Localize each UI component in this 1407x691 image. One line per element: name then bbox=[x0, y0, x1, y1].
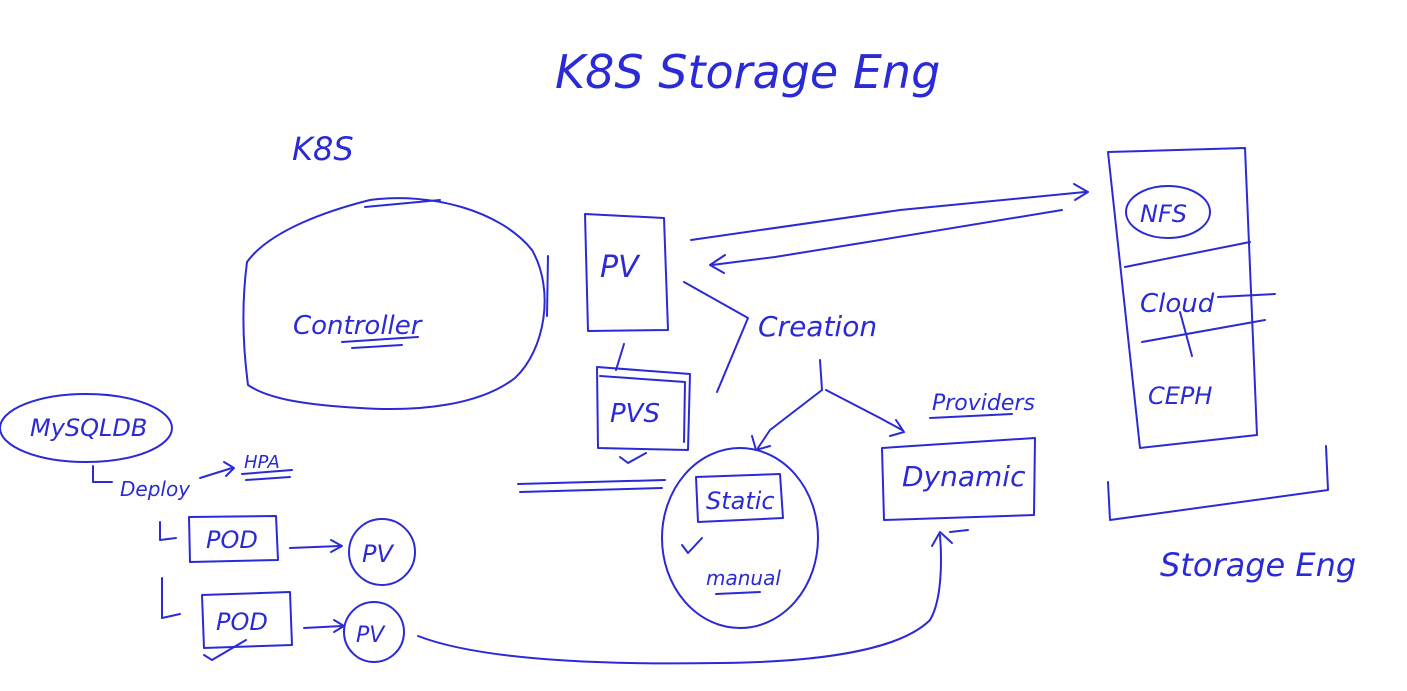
hpa-underline-1 bbox=[241, 469, 293, 475]
cloud-label: Cloud bbox=[1140, 289, 1215, 319]
ceph-label: CEPH bbox=[1148, 382, 1212, 410]
storage-eng-label: Storage Eng bbox=[1160, 546, 1356, 584]
cloud-strike bbox=[1217, 293, 1276, 298]
controller-underline bbox=[341, 336, 419, 343]
pod1-hook bbox=[159, 521, 177, 541]
dynamic-label: Dynamic bbox=[902, 460, 1026, 493]
creation-to-dynamic-head bbox=[889, 419, 905, 437]
hpa-underline-2 bbox=[245, 476, 291, 481]
pvs-box bbox=[596, 366, 691, 451]
deploy-label: Deploy bbox=[120, 477, 191, 501]
pv1-label: PV bbox=[362, 540, 394, 568]
pv-to-dynamic-head bbox=[931, 531, 953, 547]
creation-to-dynamic bbox=[825, 389, 903, 431]
static-circle bbox=[661, 447, 819, 629]
pv2-circle bbox=[343, 601, 405, 663]
nfs-ellipse bbox=[1125, 185, 1211, 239]
static-check bbox=[681, 537, 703, 554]
creation-label: Creation bbox=[758, 310, 877, 343]
dynamic-box bbox=[881, 437, 1036, 521]
diagram-title: K8S Storage Eng bbox=[555, 45, 940, 99]
storage-bracket bbox=[1107, 445, 1329, 521]
pod2-label: POD bbox=[216, 608, 268, 636]
pod1-to-pv-arrow bbox=[289, 545, 341, 549]
pv1-circle bbox=[348, 518, 416, 586]
pvs-box-overlay bbox=[599, 375, 686, 443]
pv-to-dynamic-curve bbox=[417, 534, 942, 665]
providers-underline bbox=[929, 413, 1013, 419]
controller-underline-2 bbox=[351, 344, 403, 349]
controller-shape bbox=[242, 197, 546, 411]
pod2-to-pv-arrow bbox=[303, 625, 343, 629]
mysqldb-label: MySQLDB bbox=[30, 414, 147, 442]
providers-label: Providers bbox=[932, 391, 1035, 416]
deploy-to-hpa-head bbox=[223, 461, 235, 477]
controller-label: Controller bbox=[293, 311, 424, 341]
pv2-label: PV bbox=[356, 623, 386, 648]
pod1-to-pv-head bbox=[330, 539, 343, 553]
nfs-divider bbox=[1124, 241, 1251, 268]
hpa-label: HPA bbox=[244, 452, 280, 473]
creation-to-static bbox=[757, 389, 823, 449]
storage-to-pv-arrowhead bbox=[709, 254, 726, 274]
storage-to-pv-arrow bbox=[711, 209, 1063, 266]
k8s-label: K8S bbox=[292, 130, 354, 168]
pod2-check bbox=[203, 639, 247, 661]
pv-to-storage-arrowhead bbox=[1073, 183, 1089, 201]
deploy-hook bbox=[92, 465, 113, 483]
creation-bracket bbox=[683, 281, 749, 393]
pod1-label: POD bbox=[206, 526, 258, 554]
deploy-to-hpa-arrow bbox=[199, 467, 233, 479]
manual-label: manual bbox=[706, 566, 781, 590]
creation-stem bbox=[819, 359, 823, 391]
pv-box bbox=[584, 213, 669, 332]
mysqldb-ellipse bbox=[0, 393, 173, 463]
dynamic-tick bbox=[949, 529, 969, 533]
storage-panel bbox=[1107, 147, 1258, 449]
pv-to-storage-arrow bbox=[690, 191, 1086, 241]
pvs-underline-2 bbox=[519, 487, 663, 493]
static-label: Static bbox=[706, 487, 775, 515]
pod2-box bbox=[201, 591, 293, 649]
pvs-check bbox=[619, 452, 647, 464]
pod2-hook bbox=[161, 577, 181, 619]
pv-to-pvs-line bbox=[615, 343, 625, 371]
separator-line bbox=[546, 255, 549, 317]
cloud-underline bbox=[1141, 319, 1266, 343]
pvs-label: PVS bbox=[610, 399, 660, 429]
static-box bbox=[695, 473, 784, 523]
cloud-stem bbox=[1179, 311, 1193, 357]
pvs-underline-1 bbox=[517, 479, 666, 485]
top-stroke bbox=[364, 199, 441, 208]
nfs-label: NFS bbox=[1140, 200, 1187, 228]
pv-label: PV bbox=[600, 250, 641, 285]
pod1-box bbox=[188, 515, 279, 563]
manual-underline bbox=[715, 591, 761, 595]
